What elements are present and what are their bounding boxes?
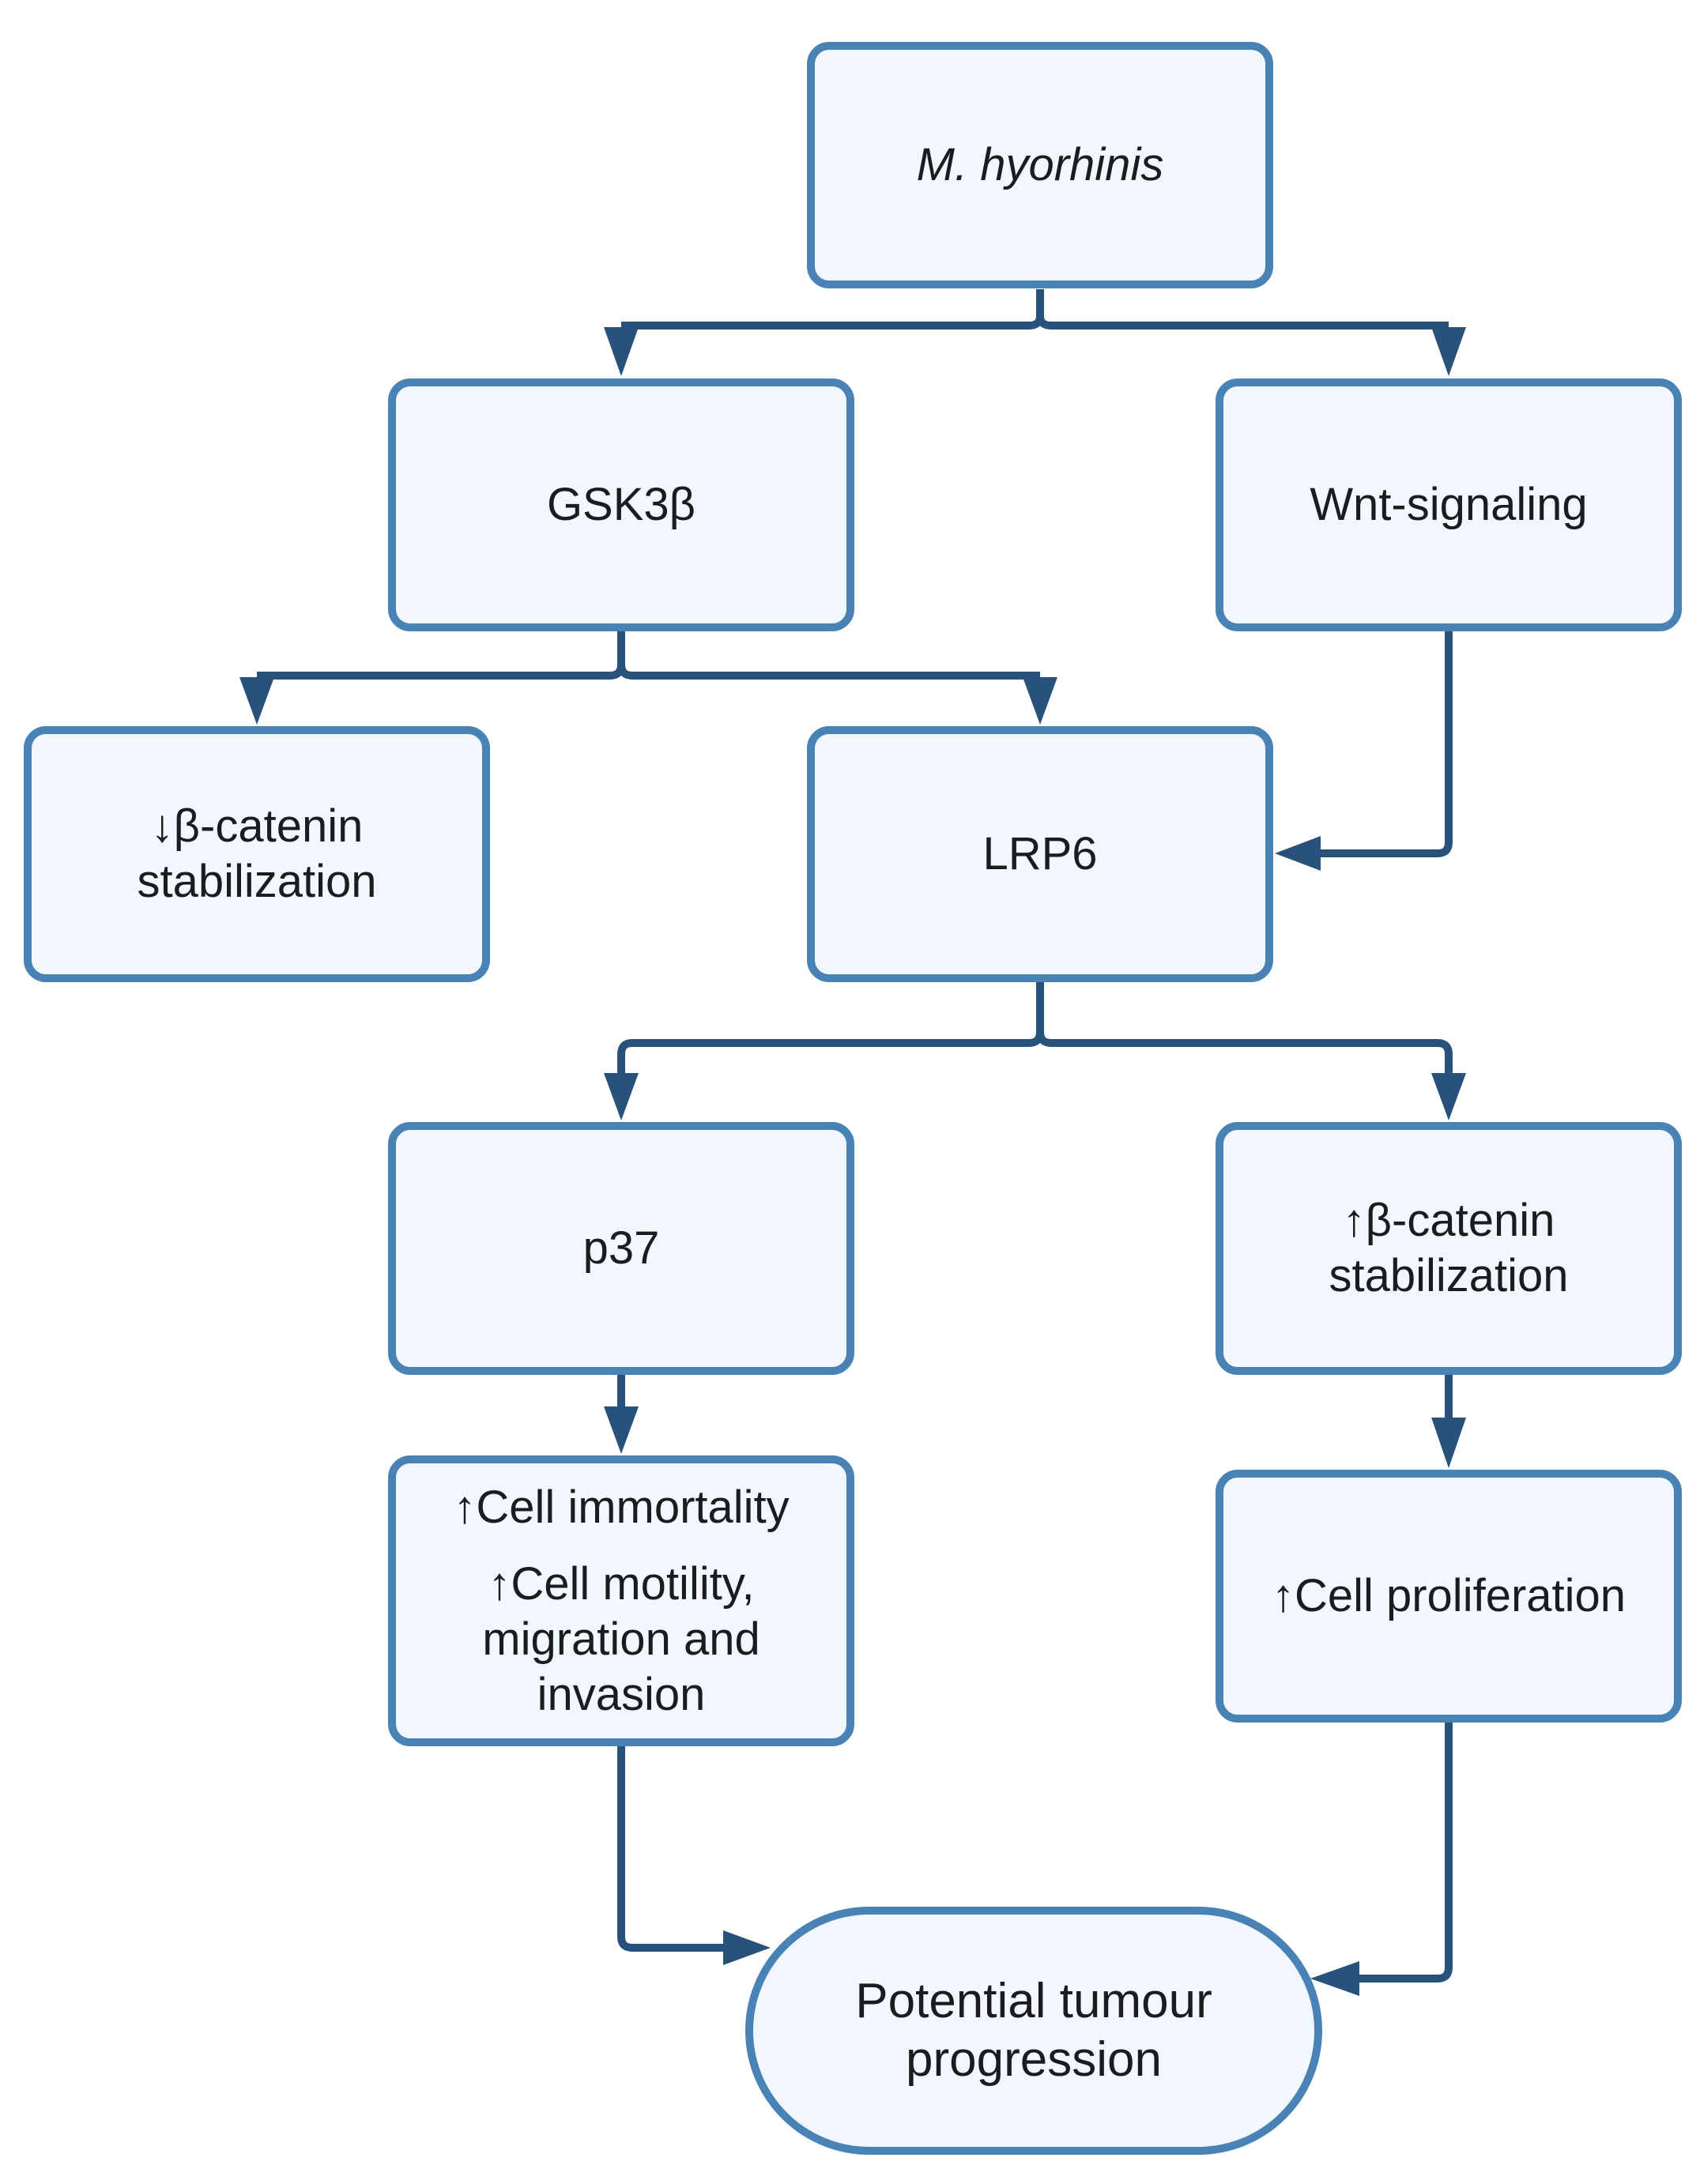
node-cell-immortality-line1: ↑Cell immortality: [453, 1481, 790, 1533]
connector-lrp6-betacateninup: [1036, 981, 1453, 1075]
node-wnt-signaling: Wnt-signaling: [1216, 378, 1682, 631]
node-gsk3b-label: GSK3β: [546, 479, 696, 531]
node-beta-catenin-up-label: ↑β-catenin stabilization: [1329, 1195, 1569, 1301]
node-tumour-progression: Potential tumour progression: [745, 1907, 1322, 2155]
node-m-hyorhinis: M. hyorhinis: [807, 42, 1273, 288]
arrowhead-into-lrp6-right: [1275, 836, 1321, 871]
arrowhead-into-gsk3b: [604, 327, 639, 376]
node-m-hyorhinis-label: M. hyorhinis: [916, 139, 1164, 191]
connector-mhyorhinis-wnt: [1036, 289, 1449, 329]
node-cell-proliferation-label: ↑Cell proliferation: [1271, 1570, 1626, 1622]
node-cell-immortality: ↑Cell immortality ↑Cell motility, migrat…: [388, 1455, 854, 1746]
connector-proliferation-tumour: [1359, 1723, 1453, 1983]
connector-gsk3b-lrp6: [617, 631, 1040, 680]
arrowhead-into-lrp6-top: [1023, 677, 1057, 725]
arrowhead-into-p37: [604, 1073, 639, 1120]
arrowhead-into-proliferation: [1431, 1418, 1466, 1468]
arrowhead-into-betacatenindown: [239, 677, 274, 725]
connector-wnt-lrp6: [1321, 631, 1453, 857]
connector-gsk3b-betacatenindown: [257, 631, 625, 680]
node-beta-catenin-down: ↓β-catenin stabilization: [24, 726, 490, 982]
arrowhead-into-betacateninup: [1431, 1073, 1466, 1120]
node-p37: p37: [388, 1122, 854, 1375]
node-gsk3b: GSK3β: [388, 378, 854, 631]
node-p37-label: p37: [582, 1222, 660, 1275]
node-beta-catenin-up: ↑β-catenin stabilization: [1216, 1122, 1682, 1375]
connector-mhyorhinis-gsk3b: [621, 289, 1044, 329]
arrowhead-into-wnt: [1431, 327, 1466, 376]
arrowhead-into-tumour-right: [1310, 1961, 1359, 1996]
connector-immortality-tumour: [617, 1746, 725, 1952]
node-lrp6-label: LRP6: [982, 828, 1098, 880]
node-lrp6: LRP6: [807, 726, 1273, 982]
node-wnt-signaling-label: Wnt-signaling: [1310, 479, 1588, 531]
node-beta-catenin-down-label: ↓β-catenin stabilization: [137, 800, 377, 907]
connector-lrp6-p37: [617, 981, 1044, 1075]
node-tumour-progression-label: Potential tumour progression: [855, 1973, 1212, 2087]
arrowhead-into-immortality: [604, 1406, 639, 1454]
node-cell-proliferation: ↑Cell proliferation: [1216, 1470, 1682, 1723]
node-cell-immortality-line2: ↑Cell motility, migration and invasion: [482, 1558, 760, 1720]
arrowhead-into-tumour-left: [723, 1930, 771, 1965]
